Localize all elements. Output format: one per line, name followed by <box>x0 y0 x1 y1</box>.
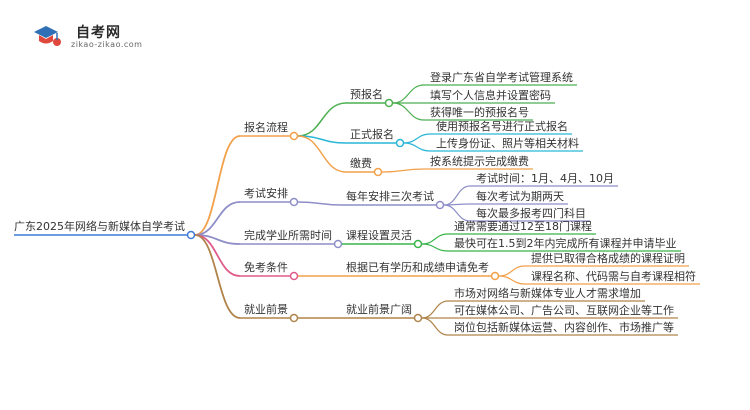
leaf-node-4-0-0: 市场对网络与新媒体专业人才需求增加 <box>454 287 641 300</box>
branch-node-2: 完成学业所需时间 <box>244 229 332 242</box>
branch-node-dot-0 <box>289 131 299 141</box>
leaf-node-0-0-0: 登录广东省自学考试管理系统 <box>430 71 573 84</box>
leaf-node-0-1-0: 使用预报名号进行正式报名 <box>436 120 568 133</box>
sub-node-dot-3-0 <box>490 271 500 281</box>
leaf-node-2-0-1: 最快可在1.5到2年内完成所有课程并申请毕业 <box>454 237 677 250</box>
leaf-node-1-0-2: 每次最多报考四门科目 <box>476 207 586 220</box>
sub-to-leaf-connector-2-0-1 <box>421 243 449 252</box>
root-to-branch-connector-4 <box>194 234 241 319</box>
branch-node-3: 免考条件 <box>244 261 288 274</box>
root-to-branch-connector-0 <box>194 135 241 236</box>
sub-to-leaf-connector-3-0-1 <box>498 275 526 285</box>
branch-to-sub-connector-0-2 <box>297 135 347 173</box>
branch-to-sub-connector-1-0 <box>297 201 343 206</box>
leaf-node-1-0-1: 每次考试为期两天 <box>476 190 564 203</box>
sub-node-4-0: 就业前景广阔 <box>346 303 412 316</box>
logo-graduation-cap-icon <box>30 22 64 50</box>
sub-to-leaf-connector-0-1-1 <box>403 142 431 152</box>
sub-to-leaf-connector-0-2-0 <box>381 168 425 173</box>
branch-node-dot-3 <box>289 271 299 281</box>
sub-node-2-0: 课程设置灵活 <box>346 229 412 242</box>
sub-node-0-0: 预报名 <box>350 88 383 101</box>
leaf-node-0-0-1: 填写个人信息并设置密码 <box>430 89 551 102</box>
sub-to-leaf-connector-2-0-0 <box>421 233 449 245</box>
leaf-node-0-1-1: 上传身份证、照片等相关材料 <box>436 137 579 150</box>
branch-node-dot-2 <box>333 239 343 249</box>
sub-to-leaf-connector-3-0-0 <box>498 265 526 277</box>
sub-node-dot-0-2 <box>373 167 383 177</box>
branch-node-1: 考试安排 <box>244 187 288 200</box>
sub-node-dot-4-0 <box>413 313 423 323</box>
sub-to-leaf-connector-1-0-2 <box>443 204 471 222</box>
branch-node-0: 报名流程 <box>244 121 288 134</box>
sub-to-leaf-connector-0-0-2 <box>392 102 425 121</box>
leaf-node-3-0-0: 提供已取得合格成绩的课程证明 <box>531 252 685 265</box>
leaf-node-3-0-1: 课程名称、代码需与自考课程相符 <box>531 270 696 283</box>
sub-node-1-0: 每年安排三次考试 <box>346 190 434 203</box>
sub-node-3-0: 根据已有学历和成绩申请免考 <box>346 261 489 274</box>
sub-node-0-2: 缴费 <box>350 157 372 170</box>
branch-node-4: 就业前景 <box>244 303 288 316</box>
sub-to-leaf-connector-4-0-0 <box>421 300 449 319</box>
leaf-node-0-0-2: 获得唯一的预报名号 <box>430 106 529 119</box>
root-to-branch-connector-3 <box>194 234 241 277</box>
mindmap-root-node: 广东2025年网络与新媒体自学考试 <box>14 220 185 233</box>
sub-node-dot-1-0 <box>435 200 445 210</box>
leaf-node-0-2-0: 按系统提示完成缴费 <box>430 155 529 168</box>
sub-to-leaf-connector-4-0-2 <box>421 317 449 336</box>
root-to-branch-connector-1 <box>194 201 241 236</box>
sub-node-dot-0-0 <box>384 98 394 108</box>
branch-to-sub-connector-0-0 <box>297 102 347 137</box>
sub-to-leaf-connector-1-0-0 <box>443 185 471 206</box>
sub-node-0-1: 正式报名 <box>350 128 394 141</box>
leaf-node-2-0-0: 通常需要通过12至18门课程 <box>454 220 592 233</box>
sub-node-dot-2-0 <box>413 239 423 249</box>
leaf-node-1-0-0: 考试时间：1月、4月、10月 <box>476 172 614 185</box>
logo-title: 自考网 <box>76 25 121 41</box>
logo-subtitle: zikao-zikao.com <box>71 40 143 49</box>
sub-to-leaf-connector-0-1-0 <box>403 133 431 144</box>
leaf-node-4-0-2: 岗位包括新媒体运营、内容创作、市场推广等 <box>454 321 674 334</box>
branch-node-dot-1 <box>289 197 299 207</box>
branch-node-dot-4 <box>289 313 299 323</box>
sub-node-dot-0-1 <box>395 138 405 148</box>
sub-to-leaf-connector-0-0-0 <box>392 84 425 104</box>
root-node-dot <box>186 230 196 240</box>
leaf-node-4-0-1: 可在媒体公司、广告公司、互联网企业等工作 <box>454 304 674 317</box>
